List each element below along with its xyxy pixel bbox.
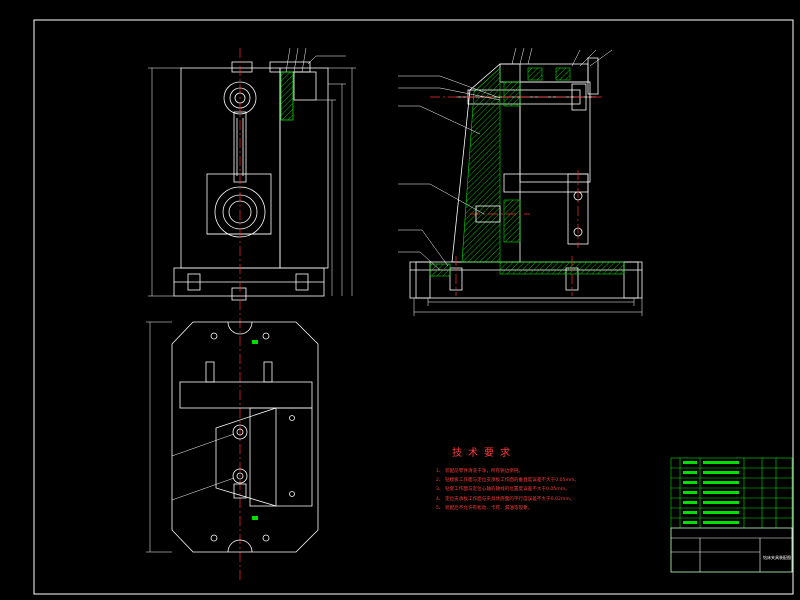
top-view-markers: [252, 340, 258, 520]
technical-requirement-item: 3、 钻套工作面与定位心轴的轴线的位置度误差不大于0.05mm。: [436, 487, 570, 493]
technical-requirement-item: 5、 装配后不允许有松动、卡死、漏油等现象。: [436, 505, 533, 511]
section-leaders: [398, 47, 613, 271]
drawing-frame: [33, 19, 794, 595]
technical-requirement-item: 4、 定位支承板工作面与夹具体底面的平行度误差不大于0.02mm。: [436, 496, 575, 502]
top-view: [171, 321, 319, 553]
title-block: [670, 457, 793, 573]
spindle-left: [475, 205, 501, 223]
front-view: [173, 61, 329, 301]
section-centerlines: [430, 96, 604, 296]
top-view-dimensions: [146, 321, 235, 553]
section-hatching: [429, 67, 625, 277]
technical-requirements-list: 1、 装配前零件清洗干净，所有锐边倒钝。 2、 钻模板工作面与定位支承板工作面的…: [436, 467, 579, 513]
technical-requirement-item: 2、 钻模板工作面与定位支承板工作面的垂直度误差不大于0.05mm。: [436, 478, 580, 484]
technical-requirement-item: 1、 装配前零件清洗干净，所有锐边倒钝。: [436, 469, 524, 474]
front-view-dimensions: [148, 67, 356, 297]
title-block-text-marks: [683, 461, 739, 524]
technical-requirements-title: 技术要求: [452, 448, 516, 459]
front-view-leaders: [285, 47, 346, 73]
section-dimensions: [413, 298, 643, 316]
title-block-lower: [670, 527, 793, 573]
title-block-drawing-name: 钻床夹具装配图: [763, 555, 791, 560]
